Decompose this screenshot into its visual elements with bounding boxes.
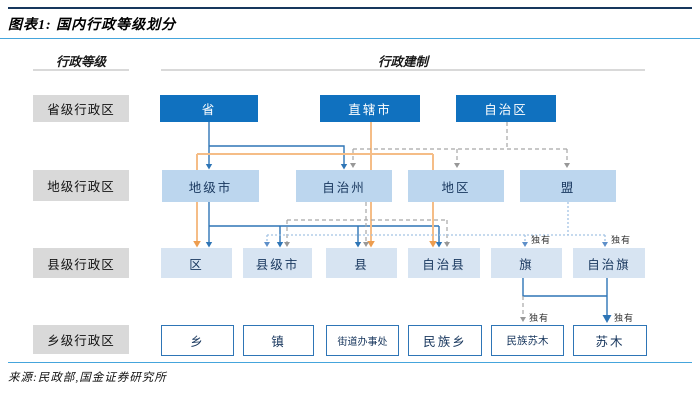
exclusive-label: 独有 [529, 313, 550, 323]
diagram-node: 地区 [408, 170, 504, 202]
exclusive-label: 独有 [611, 235, 632, 245]
diagram-node: 镇 [243, 325, 314, 356]
arrowhead [429, 241, 437, 248]
arrowhead [444, 242, 450, 247]
arrowhead [564, 163, 570, 168]
arrowhead [276, 242, 284, 248]
arrowhead [522, 242, 528, 247]
diagram-node: 县级市 [243, 248, 312, 278]
diagram-node: 自治州 [296, 170, 392, 202]
top-rule [8, 7, 692, 9]
arrowhead [435, 242, 443, 248]
arrowhead [193, 241, 201, 248]
diagram-node: 地级市 [162, 170, 259, 202]
level-label: 地级行政区 [33, 170, 129, 201]
column-header-admin-structure: 行政建制 [377, 55, 428, 69]
diagram-node: 自治县 [408, 248, 480, 278]
arrowhead [602, 315, 612, 323]
level-label: 乡级行政区 [33, 325, 129, 354]
diagram-node: 民族苏木 [491, 325, 564, 356]
exclusive-label: 独有 [614, 313, 635, 323]
arrowhead [284, 242, 290, 247]
arrowhead [367, 241, 375, 248]
diagram-node: 乡 [161, 325, 234, 356]
exclusive-label: 独有 [531, 235, 552, 245]
arrowhead [350, 163, 356, 168]
diagram-node: 自治旗 [573, 248, 645, 278]
diagram-node: 省 [160, 95, 258, 122]
arrowhead [454, 163, 460, 168]
diagram-node: 盟 [520, 170, 616, 202]
bottom-divider [8, 362, 692, 363]
title-divider [0, 38, 700, 39]
diagram-node: 区 [161, 248, 232, 278]
header-underline-left [33, 69, 129, 71]
arrowhead [520, 317, 526, 322]
diagram-node: 直辖市 [320, 95, 420, 122]
header-underline-right [161, 69, 645, 71]
level-label: 县级行政区 [33, 248, 129, 278]
arrowhead [205, 164, 213, 170]
edge-旗-苏木 [522, 278, 607, 297]
edge-省-自治州 [209, 145, 345, 164]
arrowhead [264, 242, 270, 247]
arrowhead [340, 164, 348, 170]
arrowhead [363, 242, 369, 247]
source-note: 来源:民政部,国金证券研究所 [8, 372, 167, 384]
arrowhead [602, 242, 608, 247]
figure-title: 图表1: 国内行政等级划分 [8, 18, 177, 33]
column-header-admin-level: 行政等级 [55, 55, 106, 69]
diagram-node: 民族乡 [408, 325, 482, 356]
arrowhead [354, 242, 362, 248]
arrowhead [205, 242, 213, 248]
diagram-node: 街道办事处 [326, 325, 399, 356]
diagram-node: 旗 [491, 248, 562, 278]
diagram-node: 县 [326, 248, 397, 278]
diagram-node: 苏木 [573, 325, 647, 356]
level-label: 省级行政区 [33, 95, 129, 122]
diagram-node: 自治区 [456, 95, 556, 122]
